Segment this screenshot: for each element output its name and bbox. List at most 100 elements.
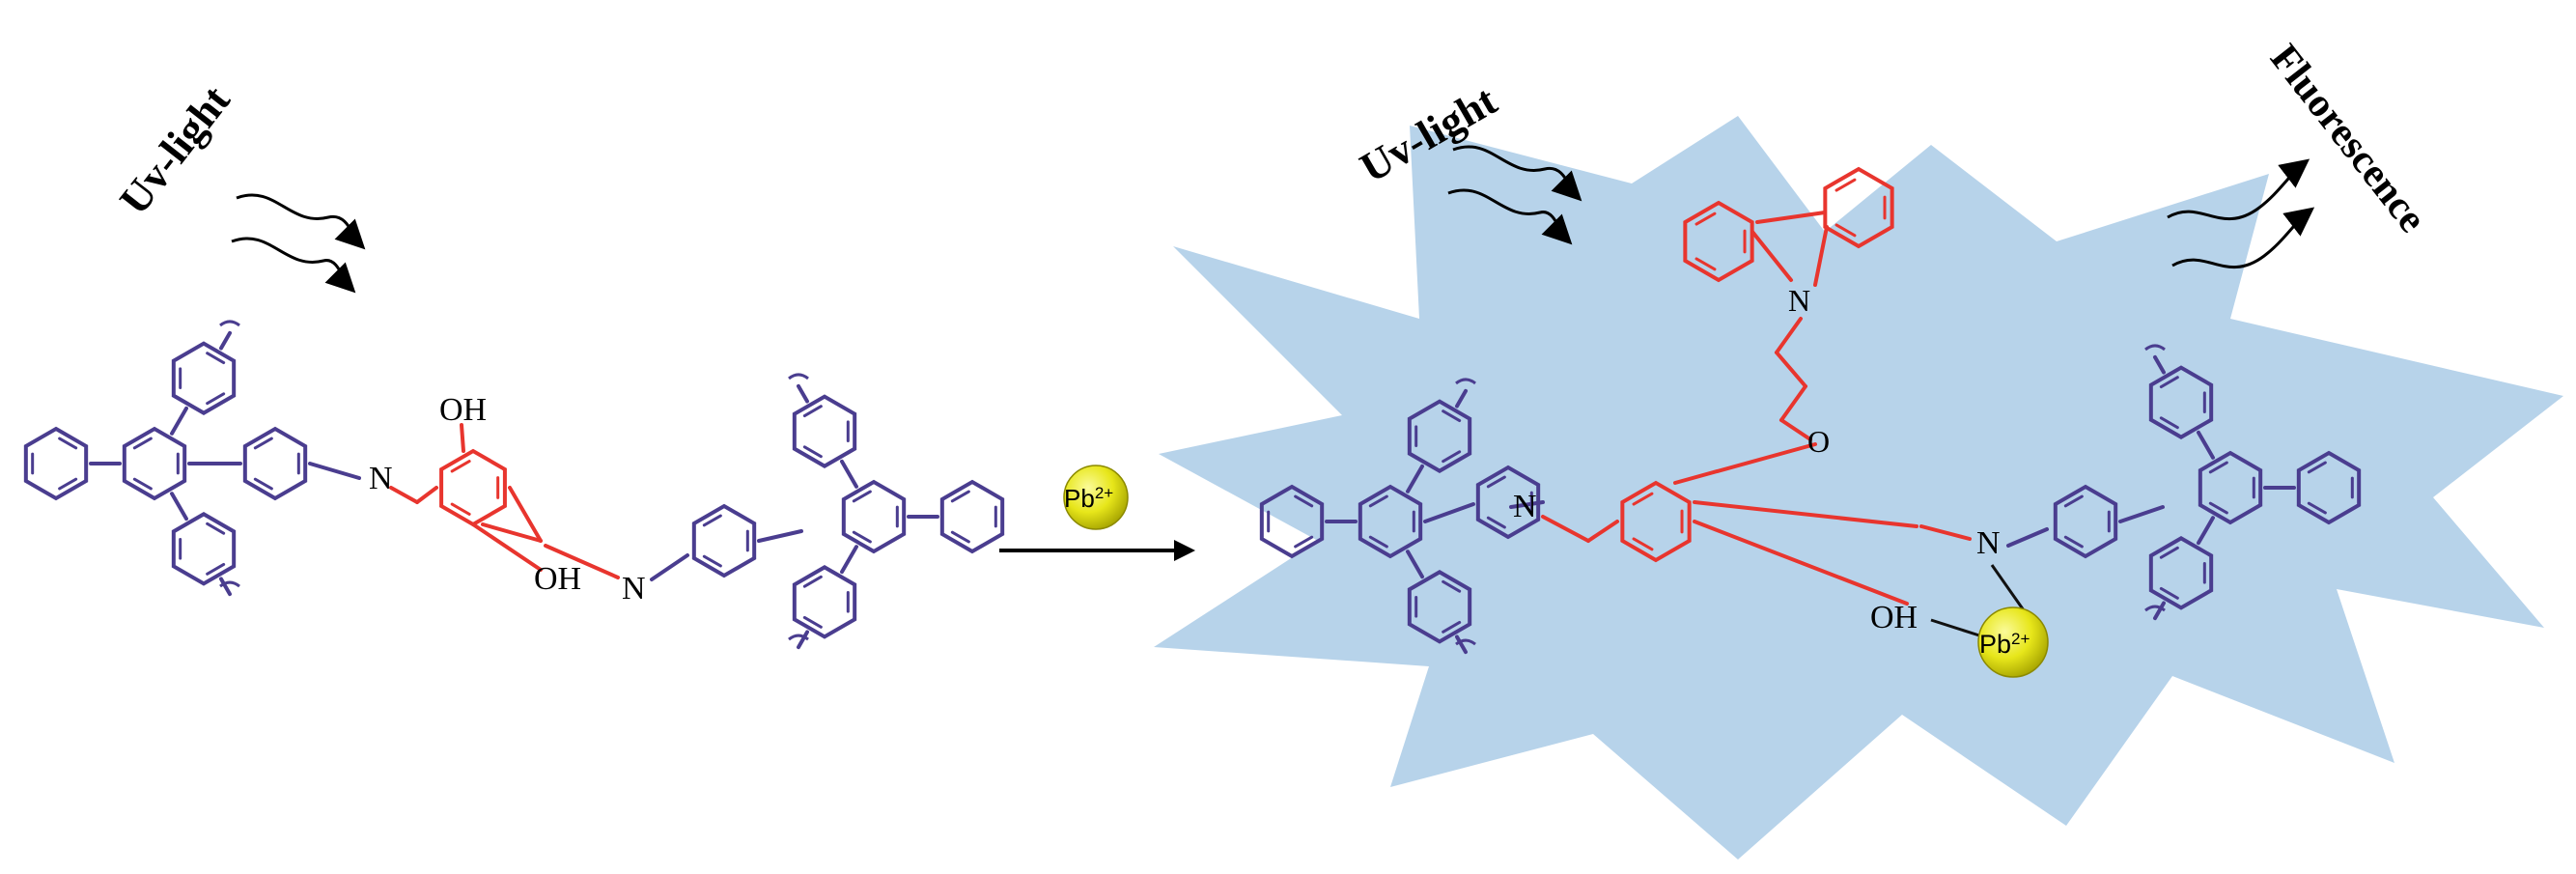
double-bond <box>206 392 226 406</box>
fluorescence-label: Fluorescence <box>2261 37 2434 241</box>
bond <box>1509 500 1545 509</box>
benzene-ring <box>792 565 857 639</box>
lead-symbol: Pb <box>1979 630 2011 659</box>
double-bond <box>1442 579 1462 593</box>
uv-wave <box>1447 188 1573 245</box>
double-bond <box>253 477 273 491</box>
double-bond <box>58 437 78 450</box>
left-uv-waves <box>231 193 366 294</box>
double-bond <box>2307 501 2327 515</box>
bond <box>170 406 188 436</box>
double-bond <box>1368 535 1388 549</box>
double-bond <box>2159 416 2179 430</box>
fluorescence-burst <box>1154 116 2563 860</box>
left-uv-label: Uv-light <box>110 76 239 223</box>
double-bond <box>802 615 823 629</box>
bond <box>219 577 232 597</box>
double-bond <box>2159 586 2179 600</box>
reagent-symbol: Pb <box>1064 484 1095 513</box>
bond <box>797 630 809 650</box>
lead-charge: 2+ <box>2011 630 2030 648</box>
lead-coordination: Pb2+ <box>1930 564 2049 678</box>
benzene-ring <box>792 394 857 468</box>
double-bond <box>206 562 226 576</box>
double-bond <box>253 437 273 450</box>
double-bond <box>2063 535 2084 549</box>
svg-text:Pb2+: Pb2+ <box>1064 484 1113 514</box>
uv-wave <box>231 237 356 294</box>
uv-wave <box>1452 145 1582 202</box>
benzene-ring <box>171 512 237 586</box>
double-bond <box>58 477 78 491</box>
bond <box>1586 520 1619 543</box>
left-imine-n-label: N <box>369 461 393 496</box>
bond <box>219 330 232 351</box>
benzene-ring <box>841 479 907 554</box>
double-bond <box>1632 537 1654 551</box>
bond <box>544 544 620 579</box>
emission-wave <box>2171 207 2315 268</box>
double-bond <box>1632 492 1654 506</box>
double-bond <box>950 530 970 544</box>
bond <box>2006 527 2049 548</box>
right-imine-n-label: N <box>1513 489 1537 524</box>
left-imine-n-label: N <box>622 571 646 606</box>
double-bond <box>802 575 823 588</box>
double-bond <box>950 490 970 503</box>
bond <box>1406 550 1424 579</box>
double-bond <box>2307 461 2327 474</box>
reagent-charge: 2+ <box>1095 484 1113 502</box>
double-bond <box>1294 535 1314 549</box>
bond <box>840 545 858 575</box>
bond <box>2153 601 2166 621</box>
benzene-ring <box>171 341 237 415</box>
benzene-ring <box>1620 480 1692 563</box>
bond <box>415 486 438 504</box>
benzene-ring <box>23 426 89 501</box>
right-framework-structure <box>1259 344 2362 655</box>
double-bond <box>1442 409 1462 423</box>
benzene-ring <box>2053 484 2118 559</box>
double-bond <box>702 514 722 527</box>
polymer-continuation <box>2144 605 2166 612</box>
reaction-arrow-head <box>1174 540 1195 561</box>
bond <box>389 486 419 504</box>
bond <box>1779 384 1807 422</box>
right-uv-waves <box>1447 145 1582 245</box>
lead-ion-sphere <box>1977 606 2049 678</box>
bond <box>1693 520 1909 606</box>
polymer-continuation <box>1455 378 1476 385</box>
benzene-ring <box>2148 365 2214 439</box>
bond <box>508 486 543 543</box>
double-bond <box>1294 494 1314 508</box>
ether-o-label: O <box>1807 424 1830 459</box>
double-bond <box>2208 461 2228 474</box>
bond <box>1693 500 1918 528</box>
bond <box>471 522 543 572</box>
bond <box>797 383 809 404</box>
reagent-ion: Pb2+ <box>1063 465 1129 530</box>
benzene-ring <box>1358 484 1423 559</box>
double-bond <box>450 502 471 516</box>
benzene-ring <box>242 426 308 501</box>
right-linker-structure <box>1541 166 1972 606</box>
bond <box>1455 634 1468 655</box>
benzene-ring <box>1407 399 1472 473</box>
bond <box>460 423 465 453</box>
left-hydroxyl-label: OH <box>439 392 487 428</box>
bond <box>170 492 188 522</box>
reaction-arrow <box>999 540 1195 561</box>
bond <box>1455 388 1468 409</box>
polymer-continuation <box>219 320 240 327</box>
double-bond <box>2208 501 2228 515</box>
polymer-continuation <box>788 373 809 381</box>
benzene-ring <box>1407 570 1472 644</box>
bond <box>840 459 858 489</box>
bond <box>757 529 803 543</box>
uv-wave <box>236 193 366 250</box>
bond <box>2153 354 2166 375</box>
benzene-ring <box>2296 450 2362 525</box>
double-bond <box>206 522 226 535</box>
emission-waves <box>2167 158 2315 268</box>
